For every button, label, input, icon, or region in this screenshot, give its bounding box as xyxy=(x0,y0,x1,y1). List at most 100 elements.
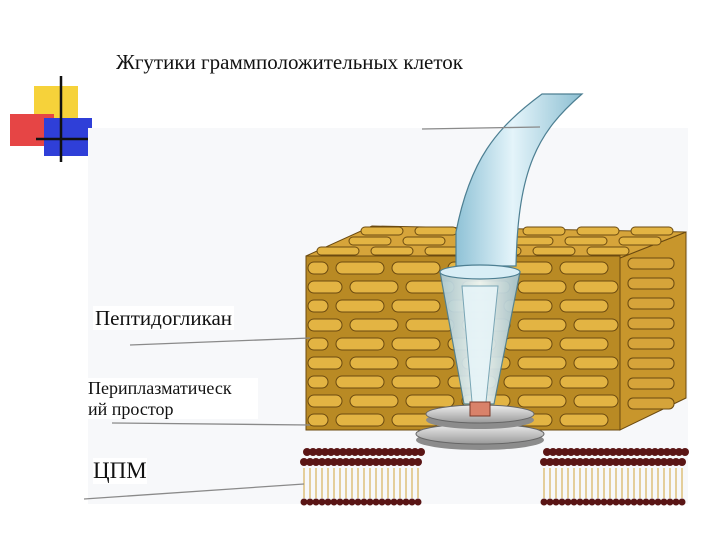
lipid-head xyxy=(351,448,359,456)
lipid-head xyxy=(306,458,314,466)
peptidoglycan-brick xyxy=(349,280,399,294)
peptidoglycan-brick xyxy=(348,236,392,246)
lipid-head xyxy=(357,448,365,456)
peptidoglycan-brick xyxy=(573,318,619,332)
lipid-head xyxy=(570,458,578,466)
label-periplasmic-space: Периплазматическ ий простор xyxy=(88,378,258,420)
peptidoglycan-brick xyxy=(627,317,675,330)
lipid-head xyxy=(675,448,683,456)
peptidoglycan-brick xyxy=(517,394,567,408)
peptidoglycan-brick xyxy=(370,246,414,256)
lipid-head xyxy=(366,458,374,466)
logo-blue-square xyxy=(44,118,92,156)
lipid-head xyxy=(342,458,350,466)
lipid-head xyxy=(576,458,584,466)
peptidoglycan-brick xyxy=(307,261,329,275)
lipid-head xyxy=(657,448,665,456)
lipid-head xyxy=(378,498,386,506)
lipid-head xyxy=(648,458,656,466)
lipid-head xyxy=(612,498,620,506)
lipid-head xyxy=(552,458,560,466)
peptidoglycan-brick xyxy=(559,299,609,313)
lipid-head xyxy=(660,458,668,466)
lipid-head xyxy=(378,458,386,466)
peptidoglycan-brick xyxy=(391,375,441,389)
peptidoglycan-brick xyxy=(517,318,567,332)
lipid-head xyxy=(405,448,413,456)
lipid-head xyxy=(666,498,674,506)
lipid-head xyxy=(354,458,362,466)
lipid-head xyxy=(627,448,635,456)
lipid-head xyxy=(402,458,410,466)
lipid-head xyxy=(360,498,368,506)
lipid-head xyxy=(396,458,404,466)
lipid-head xyxy=(612,458,620,466)
lipid-head xyxy=(588,498,596,506)
peptidoglycan-brick xyxy=(559,375,609,389)
lipid-head xyxy=(543,448,551,456)
lipid-head xyxy=(672,458,680,466)
peptidoglycan-brick xyxy=(307,337,329,351)
peptidoglycan-brick xyxy=(307,394,343,408)
peptidoglycan-brick xyxy=(517,356,567,370)
peptidoglycan-brick xyxy=(307,318,343,332)
lipid-head xyxy=(606,498,614,506)
lipid-head xyxy=(384,498,392,506)
peptidoglycan-brick xyxy=(335,299,385,313)
lipid-head xyxy=(336,498,344,506)
lipid-head xyxy=(384,458,392,466)
lipid-head xyxy=(669,448,677,456)
peptidoglycan-brick xyxy=(586,246,630,256)
lipid-head xyxy=(591,448,599,456)
lipid-head xyxy=(540,498,548,506)
lipid-head xyxy=(360,458,368,466)
peptidoglycan-brick xyxy=(307,299,329,313)
lipid-head xyxy=(399,448,407,456)
peptidoglycan-brick xyxy=(627,257,675,270)
lipid-head xyxy=(633,448,641,456)
lipid-head xyxy=(408,498,416,506)
peptidoglycan-brick xyxy=(627,357,675,370)
lipid-head xyxy=(564,498,572,506)
lipid-head xyxy=(582,458,590,466)
peptidoglycan-brick xyxy=(522,226,566,236)
peptidoglycan-brick xyxy=(559,261,609,275)
peptidoglycan-brick xyxy=(307,280,343,294)
lipid-head xyxy=(375,448,383,456)
lipid-head xyxy=(372,458,380,466)
lipid-head xyxy=(330,498,338,506)
cytoplasmic-membrane xyxy=(300,448,689,506)
lipid-head xyxy=(309,448,317,456)
lipid-head xyxy=(366,498,374,506)
lipid-head xyxy=(300,498,308,506)
peptidoglycan-brick xyxy=(627,277,675,290)
lipid-head xyxy=(588,458,596,466)
peptidoglycan-brick xyxy=(627,397,675,410)
peptidoglycan-brick xyxy=(405,318,455,332)
peptidoglycan-brick xyxy=(573,394,619,408)
peptidoglycan-brick xyxy=(618,236,662,246)
lipid-head xyxy=(639,448,647,456)
lipid-head xyxy=(402,498,410,506)
label-cpm: ЦПМ xyxy=(93,458,147,485)
lipid-head xyxy=(414,498,422,506)
peptidoglycan-brick xyxy=(576,226,620,236)
lipid-head xyxy=(579,448,587,456)
peptidoglycan-brick xyxy=(503,337,553,351)
label-peptidoglycan: Пептидогликан xyxy=(93,306,235,331)
lipid-head xyxy=(390,458,398,466)
lipid-head xyxy=(567,448,575,456)
lipid-head xyxy=(651,448,659,456)
lipid-head xyxy=(555,448,563,456)
lipid-head xyxy=(597,448,605,456)
lipid-head xyxy=(576,498,584,506)
peptidoglycan-brick xyxy=(391,299,441,313)
peptidoglycan-brick xyxy=(564,236,608,246)
lipid-head xyxy=(327,448,335,456)
peptidoglycan-brick xyxy=(532,246,576,256)
lipid-head xyxy=(624,458,632,466)
lipid-head xyxy=(342,498,350,506)
lipid-head xyxy=(678,458,686,466)
lipid-head xyxy=(654,458,662,466)
lipid-head xyxy=(618,498,626,506)
